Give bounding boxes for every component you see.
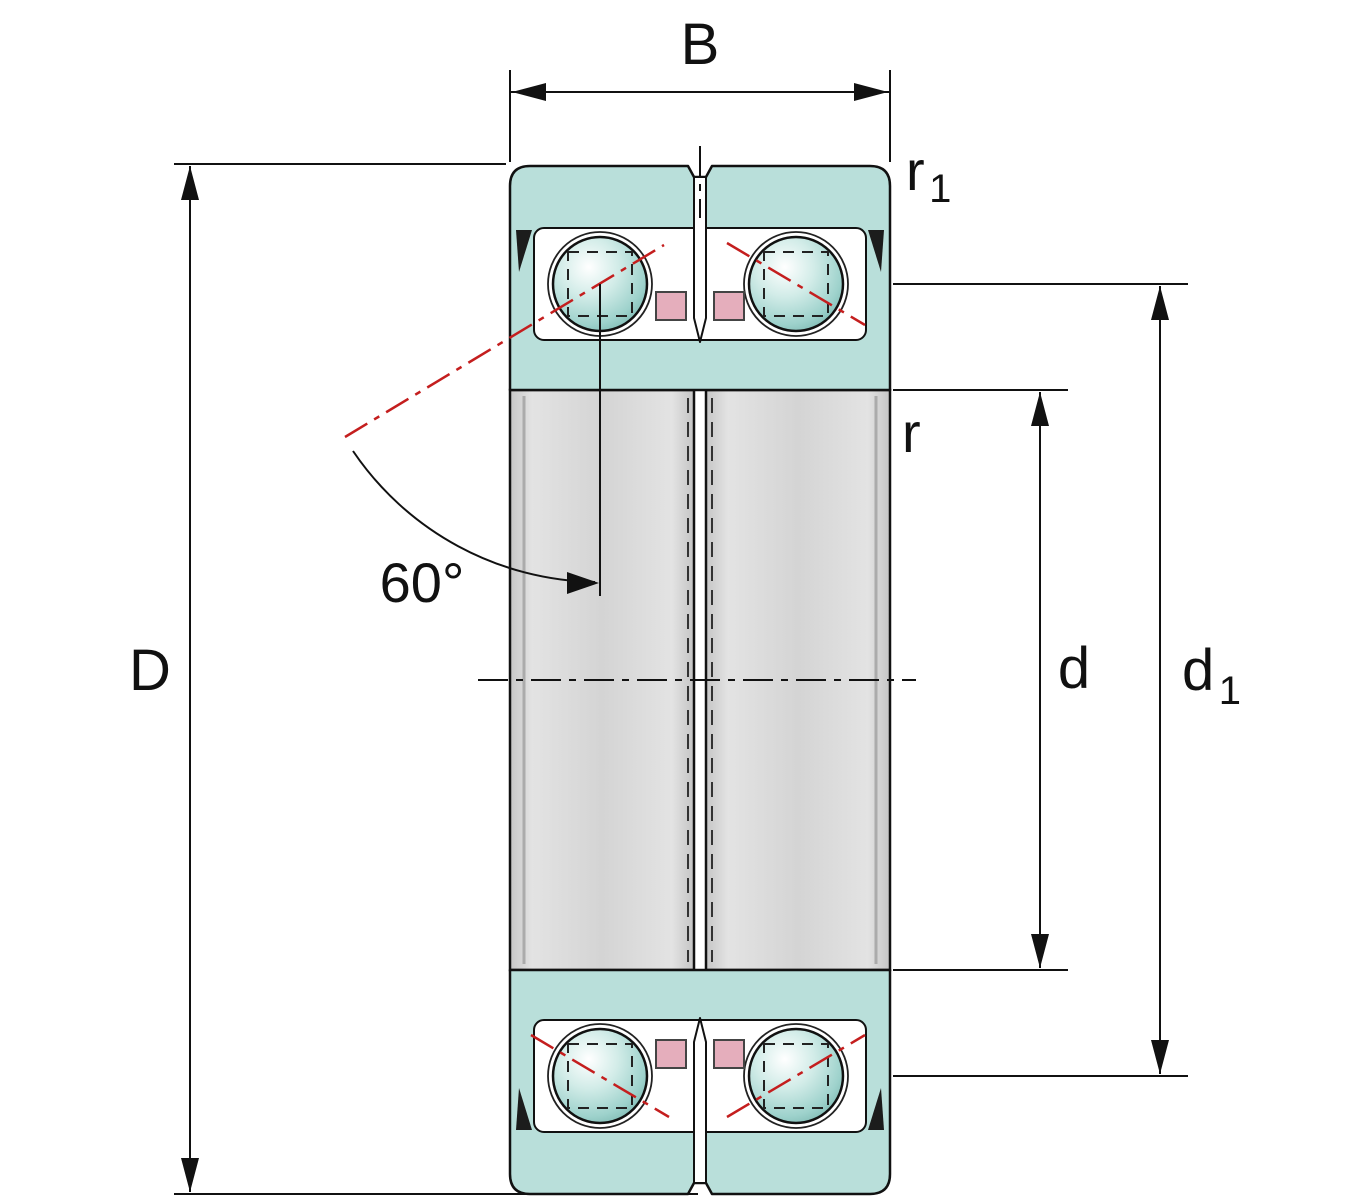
contact-line-bottom-right — [726, 1033, 866, 1119]
label-contact-angle: 60° — [380, 551, 465, 614]
contact-angle-annotation: 60° — [352, 284, 601, 614]
contact-line-top-left — [344, 243, 665, 439]
raceway-contour-bottom-left — [547, 1023, 653, 1129]
contact-angle-arc — [352, 450, 596, 583]
label-r1-subscript: 1 — [929, 167, 951, 211]
clamping-slot-top-right — [868, 230, 884, 272]
contact-line-top-right — [726, 241, 866, 327]
label-r: r — [902, 401, 921, 464]
label-d1-main: d — [1182, 638, 1214, 703]
chamfer-labels: r 1 r — [902, 139, 951, 464]
dimension-D: D — [129, 163, 698, 1195]
arrowhead-D-bottom — [181, 1158, 199, 1192]
arrowhead-d-bottom — [1031, 934, 1049, 968]
label-D: D — [129, 638, 171, 703]
centerlines — [478, 146, 916, 681]
dimension-B: B — [509, 12, 891, 162]
clamping-slot-bottom-right — [868, 1088, 884, 1130]
arrowhead-D-top — [181, 166, 199, 200]
dimension-d1: d 1 — [893, 283, 1241, 1077]
cage-segment-top-right — [713, 291, 745, 321]
label-B: B — [681, 12, 720, 77]
cage-segment-bottom-left — [655, 1039, 687, 1069]
label-d1: d 1 — [1182, 638, 1241, 713]
arrowhead-d1-bottom — [1151, 1040, 1169, 1074]
ball-bottom-right — [747, 1027, 845, 1125]
arrowhead-B-right — [854, 83, 888, 101]
label-r1: r 1 — [906, 139, 951, 211]
ball-top-right — [747, 235, 845, 333]
clamping-slot-bottom-left — [516, 1088, 532, 1130]
ball-bottom-left — [551, 1027, 649, 1125]
label-r1-main: r — [906, 139, 925, 202]
contact-angle-arrowhead — [567, 572, 599, 594]
raceway-contour-bottom-right — [743, 1023, 849, 1129]
arrowhead-d1-top — [1151, 286, 1169, 320]
arrowhead-d-top — [1031, 392, 1049, 426]
contact-lines — [344, 241, 866, 1119]
contact-line-bottom-left — [530, 1033, 670, 1119]
label-d: d — [1058, 636, 1090, 701]
cage-pocket-bottom-right — [763, 1043, 829, 1109]
arrowhead-B-left — [512, 83, 546, 101]
ring-split-gap-top — [693, 176, 707, 343]
cage-pocket-top-right — [763, 251, 829, 317]
clamping-slot-top-left — [516, 230, 532, 272]
dimension-d: d — [893, 389, 1090, 971]
cage-segment-bottom-right — [713, 1039, 745, 1069]
ring-split-gap-bottom — [693, 1017, 707, 1184]
cage-segment-top-left — [655, 291, 687, 321]
cage-pocket-bottom-left — [567, 1043, 633, 1109]
raceway-contour-top-right — [743, 231, 849, 337]
label-d1-subscript: 1 — [1219, 669, 1241, 713]
